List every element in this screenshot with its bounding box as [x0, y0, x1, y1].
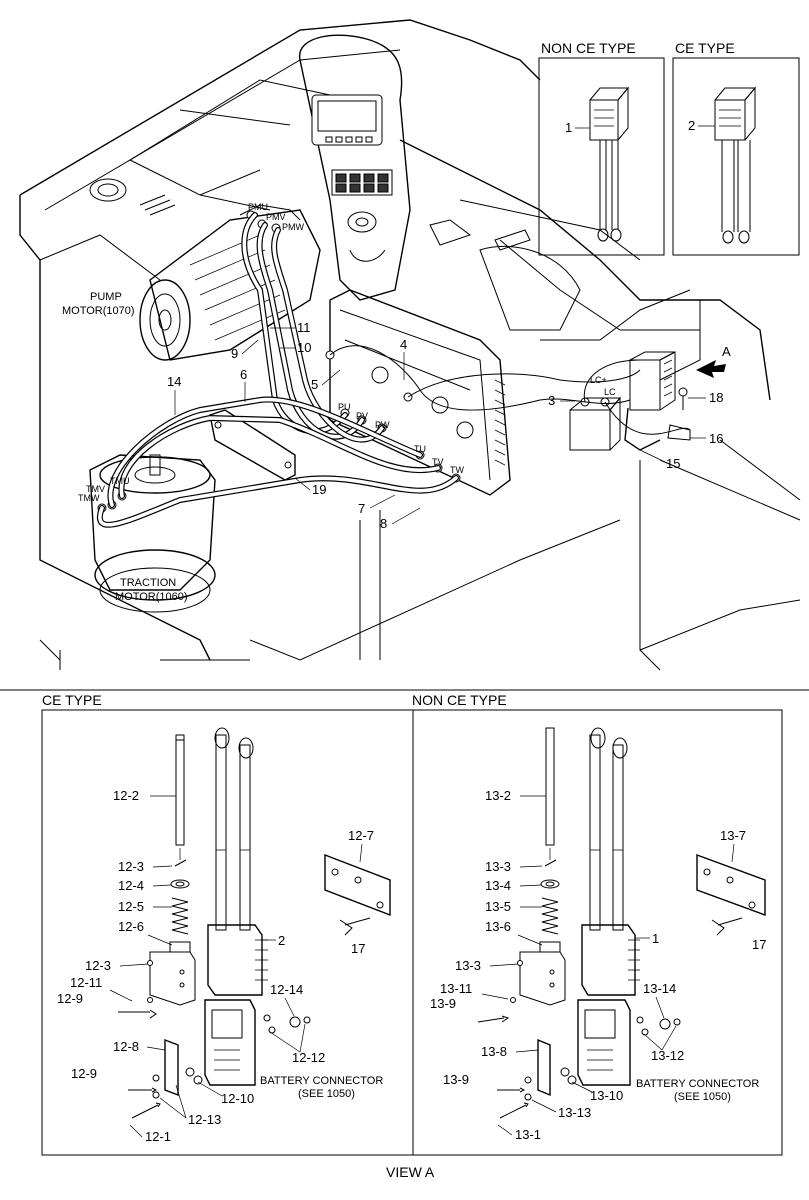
non-ce-type-exploded: 13-2 13-3 13-4 13-5 13-6 13-3 13-11 13-9…: [430, 727, 766, 1142]
callout-11: 11: [297, 320, 311, 335]
callout-13-6: 13-6: [485, 919, 511, 934]
callout-13-3b: 13-3: [455, 958, 481, 973]
callout-12-10: 12-10: [221, 1091, 254, 1106]
callout-1-lower: 1: [652, 931, 659, 946]
pump-motor-label-2: MOTOR(1070): [62, 305, 135, 317]
view-a-arrow: [696, 360, 726, 378]
callout-12-5: 12-5: [118, 899, 144, 914]
callout-14: 14: [167, 374, 181, 389]
control-console: [89, 34, 581, 331]
pump-motor: [139, 204, 321, 361]
callout-12-6: 12-6: [118, 919, 144, 934]
callout-12-12: 12-12: [292, 1050, 325, 1065]
callout-12-11: 12-11: [70, 975, 102, 990]
cable-bracket: [209, 409, 296, 481]
inset-ce: CE TYPE 2: [672, 40, 800, 256]
callout-13-1: 13-1: [515, 1127, 541, 1142]
inset-non-ce: NON CE TYPE 1: [538, 40, 665, 256]
callout-13-14: 13-14: [643, 981, 676, 996]
callout-18: 18: [709, 390, 723, 405]
battery-connector-right-1: BATTERY CONNECTOR: [636, 1078, 759, 1090]
terminal-tw: TW: [450, 465, 464, 475]
battery-connector-mounted: [624, 351, 691, 451]
callout-15: 15: [666, 456, 680, 471]
terminal-pmu: PMU: [248, 202, 268, 212]
callout-9: 9: [231, 346, 238, 361]
callout-10: 10: [297, 340, 311, 355]
callout-12-8: 12-8: [113, 1039, 139, 1054]
callout-13-7: 13-7: [720, 828, 746, 843]
callout-5: 5: [311, 377, 318, 392]
lower-left-title: CE TYPE: [42, 692, 102, 708]
callout-19: 19: [312, 482, 326, 497]
callout-13-12: 13-12: [651, 1048, 684, 1063]
callout-12-1: 12-1: [145, 1129, 171, 1144]
view-a-label: VIEW A: [386, 1164, 435, 1180]
line-contactor: [569, 396, 622, 451]
callout-12-3a: 12-3: [118, 859, 144, 874]
callout-2-lower: 2: [278, 933, 285, 948]
main-view-labels: PUMP MOTOR(1070) TRACTION MOTOR(1060) PM…: [62, 202, 731, 603]
callout-13-9b: 13-9: [443, 1072, 469, 1087]
pump-motor-label-1: PUMP: [90, 291, 122, 303]
callout-12-9b: 12-9: [71, 1066, 97, 1081]
terminal-pmv: PMV: [266, 212, 286, 222]
truck-body-outline: [19, 19, 801, 671]
view-a-frame: [41, 709, 783, 1156]
callout-2-inset: 2: [688, 118, 695, 133]
traction-motor-label-1: TRACTION: [120, 577, 176, 589]
terminal-pw: PW: [375, 420, 390, 430]
callout-12-3b: 12-3: [85, 958, 111, 973]
battery-connector-left-2: (SEE 1050): [298, 1088, 355, 1100]
callout-13-3a: 13-3: [485, 859, 511, 874]
callout-12-14: 12-14: [270, 982, 303, 997]
terminal-pu: PU: [338, 402, 351, 412]
inset-ce-title: CE TYPE: [675, 40, 735, 56]
traction-motor-label-2: MOTOR(1060): [115, 591, 188, 603]
callout-6: 6: [240, 367, 247, 382]
callout-12-2: 12-2: [113, 788, 139, 803]
battery-connector-right-2: (SEE 1050): [674, 1091, 731, 1103]
callout-17-left: 17: [351, 941, 365, 956]
callout-8: 8: [380, 516, 387, 531]
terminal-tmw: TMW: [78, 493, 100, 503]
inset-non-ce-title: NON CE TYPE: [541, 40, 636, 56]
callout-1-inset: 1: [565, 120, 572, 135]
callout-16: 16: [709, 431, 723, 446]
ce-type-exploded: 12-2 12-3 12-4 12-5 12-6 12-3 12-11 12-9…: [57, 727, 391, 1144]
callout-13-11: 13-11: [440, 981, 472, 996]
callout-7: 7: [358, 501, 365, 516]
terminal-lc: LC: [604, 387, 616, 397]
callout-12-13: 12-13: [188, 1112, 221, 1127]
power-cables: [97, 212, 691, 528]
terminal-pmw: PMW: [282, 222, 305, 232]
callout-13-8: 13-8: [481, 1044, 507, 1059]
terminal-tu: TU: [414, 444, 426, 454]
callout-13-4: 13-4: [485, 878, 511, 893]
terminal-lc-plus: LC+: [590, 375, 607, 385]
callout-12-9a: 12-9: [57, 991, 83, 1006]
callout-12-7: 12-7: [348, 828, 374, 843]
callout-17-right: 17: [752, 937, 766, 952]
terminal-tmv: TMV: [86, 484, 105, 494]
callout-4: 4: [400, 337, 407, 352]
callout-13-5: 13-5: [485, 899, 511, 914]
console-buttons: [325, 136, 373, 143]
callout-13-10: 13-10: [590, 1088, 623, 1103]
terminal-tmu: TMU: [110, 476, 130, 486]
callout-a: A: [722, 344, 731, 359]
lower-right-title: NON CE TYPE: [412, 692, 507, 708]
callout-13-9a: 13-9: [430, 996, 456, 1011]
callout-13-2: 13-2: [485, 788, 511, 803]
battery-connector-left-1: BATTERY CONNECTOR: [260, 1075, 383, 1087]
callout-12-4: 12-4: [118, 878, 144, 893]
terminal-pv: PV: [356, 411, 368, 421]
callout-3: 3: [548, 393, 555, 408]
callout-13-13: 13-13: [558, 1105, 591, 1120]
terminal-tv: TV: [432, 457, 444, 467]
motor-controller: [325, 289, 511, 496]
